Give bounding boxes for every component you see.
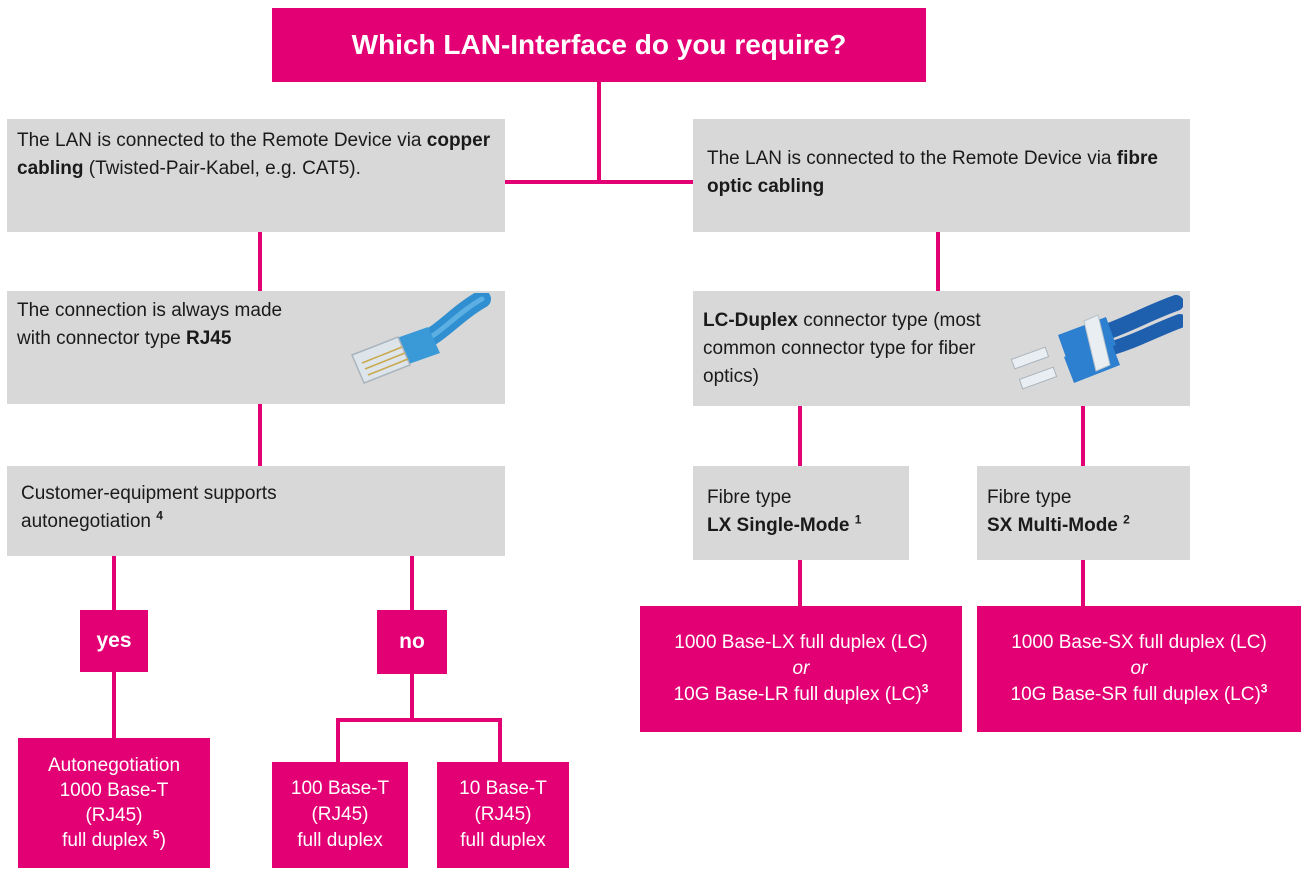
connector-rj45-to-autoneg [258, 404, 262, 466]
connector-lc-to-lx [798, 406, 802, 466]
rj45-connector-box: The connection is always made with conne… [7, 291, 505, 404]
base100-line1: 100 Base-T [290, 778, 390, 799]
fibre-optic-box: The LAN is connected to the Remote Devic… [693, 119, 1190, 232]
rj45-cable-image [351, 293, 491, 384]
lx-fibre-type-label: Fibre type [707, 487, 792, 508]
autoneg-text: Customer-equipment supports autonegotiat… [21, 483, 277, 532]
connector-no-horizontal [336, 718, 502, 722]
lx-result-line1: 1000 Base-LX full duplex (LC) [674, 632, 928, 653]
connector-copper-to-rj45 [258, 232, 262, 292]
lx-result-or: or [792, 658, 810, 679]
lx-single-mode-box: Fibre type LX Single-Mode 1 [693, 466, 909, 560]
footnote-5: 5 [152, 827, 160, 842]
lx-result-line3: 10G Base-LR full duplex (LC) [673, 684, 922, 705]
diagram-title: Which LAN-Interface do you require? [272, 8, 926, 82]
lx-fibre-type-value: LX Single-Mode [707, 515, 850, 536]
no-box: no [377, 610, 447, 674]
copper-cabling-box: The LAN is connected to the Remote Devic… [7, 119, 505, 232]
sx-result-box: 1000 Base-SX full duplex (LC) or 10G Bas… [977, 606, 1301, 732]
auto-result-line4: full duplex [62, 830, 148, 851]
connector-to-100base [336, 718, 340, 762]
connector-autoneg-to-no [410, 556, 414, 610]
lc-duplex-connector-box: LC-Duplex connector type (most common co… [693, 291, 1190, 406]
lc-text-bold: LC-Duplex [703, 310, 798, 331]
copper-text-pre: The LAN is connected to the Remote Devic… [17, 130, 427, 151]
connector-main-horizontal [505, 180, 693, 184]
yes-box: yes [80, 610, 148, 672]
lc-text-post: connector type (most common connector ty… [703, 310, 981, 387]
connector-to-10base [498, 718, 502, 762]
sx-fibre-type-label: Fibre type [987, 487, 1072, 508]
sx-result-or: or [1130, 658, 1148, 679]
auto-result-close: ) [159, 830, 166, 851]
base100-line2: (RJ45) [311, 804, 369, 825]
footnote-3-lx: 3 [921, 681, 929, 696]
auto-result-line1: Autonegotiation [47, 755, 181, 776]
connector-no-down [410, 674, 414, 720]
base10-line3: full duplex [460, 830, 546, 851]
copper-text-post: (Twisted-Pair-Kabel, e.g. CAT5). [83, 158, 361, 179]
sx-fibre-type-value: SX Multi-Mode [987, 515, 1118, 536]
auto-result-line2: 1000 Base-T [59, 780, 169, 801]
connector-title-down [597, 82, 601, 182]
connector-fibre-to-lc [936, 232, 940, 292]
footnote-3-sx: 3 [1260, 681, 1268, 696]
lc-duplex-cable-image [1010, 295, 1183, 390]
fibre-text-bold: fibre optic cabling [707, 148, 1158, 197]
auto-result-line3: (RJ45) [85, 805, 143, 826]
base10-line2: (RJ45) [474, 804, 532, 825]
connector-yes-to-auto [112, 672, 116, 738]
rj45-text-pre: The connection is always made with conne… [17, 300, 283, 349]
connector-lx-to-result [798, 560, 802, 606]
connector-autoneg-to-yes [112, 556, 116, 610]
connector-sx-to-result [1081, 560, 1085, 606]
lx-result-box: 1000 Base-LX full duplex (LC) or 10G Bas… [640, 606, 962, 732]
base100-line3: full duplex [297, 830, 383, 851]
base-100-result-box: 100 Base-T (RJ45) full duplex [272, 762, 408, 868]
connector-lc-to-sx [1081, 406, 1085, 466]
sx-result-line3: 10G Base-SR full duplex (LC) [1010, 684, 1261, 705]
base10-line1: 10 Base-T [459, 778, 547, 799]
copper-text-bold: copper cabling [17, 130, 491, 179]
autonegotiation-result-box: Autonegotiation 1000 Base-T (RJ45) full … [18, 738, 210, 868]
footnote-1: 1 [854, 512, 862, 527]
sx-result-line1: 1000 Base-SX full duplex (LC) [1011, 632, 1267, 653]
base-10-result-box: 10 Base-T (RJ45) full duplex [437, 762, 569, 868]
sx-multi-mode-box: Fibre type SX Multi-Mode 2 [977, 466, 1190, 560]
footnote-4: 4 [156, 508, 163, 523]
footnote-2: 2 [1123, 512, 1130, 527]
rj45-text-bold: RJ45 [185, 328, 232, 349]
fibre-text-pre: The LAN is connected to the Remote Devic… [707, 148, 1117, 169]
autonegotiation-box: Customer-equipment supports autonegotiat… [7, 466, 505, 556]
